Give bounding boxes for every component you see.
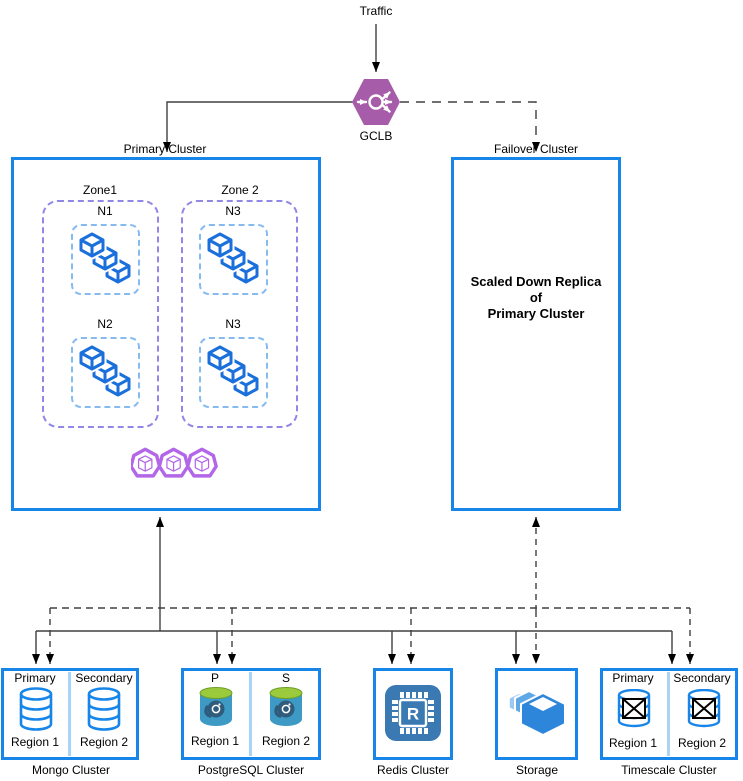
node-n3b-box [199, 337, 268, 408]
gke-node-icon [206, 231, 260, 285]
gke-node-icon [78, 231, 132, 285]
postgresql-region2-label: Region 2 [261, 734, 311, 748]
node-n3a-label: N3 [225, 204, 241, 218]
zone2-label: Zone 2 [221, 183, 259, 197]
timescale-region-divider [667, 672, 670, 756]
failover-description-line1: Scaled Down Replica [470, 274, 602, 289]
failover-description-line2: of [529, 290, 543, 305]
storage-icon [507, 687, 567, 746]
node-n1-label: N1 [97, 204, 113, 218]
primary-cluster-label: Primary Cluster [123, 142, 207, 156]
redis-cluster-title: Redis Cluster [376, 763, 450, 777]
mongo-secondary-label: Secondary [75, 671, 133, 685]
zone1-box [42, 200, 159, 428]
node-n3a-box [199, 224, 268, 295]
postgresql-primary-label: P [210, 671, 219, 685]
zone2-box [181, 200, 298, 428]
timescale-cluster-title: Timescale Cluster [621, 763, 717, 777]
mongo-region-divider [68, 672, 71, 756]
redis-chip-letter: R [407, 705, 419, 724]
mongo-region1-label: Region 1 [10, 735, 60, 749]
gke-node-icon [206, 344, 260, 398]
mongo-cluster-title: Mongo Cluster [31, 763, 111, 777]
node-n1-box [71, 224, 140, 295]
traffic-label: Traffic [359, 4, 393, 18]
failover-description-line3: Primary Cluster [487, 306, 585, 321]
gclb-label: GCLB [359, 129, 393, 143]
pods-icon [129, 447, 219, 486]
mongodb-primary-icon [19, 687, 53, 731]
postgresql-secondary-label: S [281, 671, 290, 685]
timescale-secondary-label: Secondary [673, 671, 731, 685]
node-n2-label: N2 [97, 317, 113, 331]
postgresql-primary-icon [198, 686, 234, 728]
postgresql-cluster-title: PostgreSQL Cluster [197, 763, 305, 777]
node-n2-box [71, 337, 140, 408]
gke-node-icon [78, 344, 132, 398]
failover-description: Scaled Down Replica of Primary Cluster [456, 274, 616, 322]
zone1-label: Zone1 [82, 183, 118, 197]
storage-title: Storage [515, 763, 559, 777]
timescale-region2-label: Region 2 [677, 736, 727, 750]
mongo-region2-label: Region 2 [79, 735, 129, 749]
failover-cluster-box [451, 157, 621, 511]
timescale-secondary-icon [687, 689, 721, 728]
failover-cluster-label: Failover Cluster [493, 142, 579, 156]
postgresql-secondary-icon [268, 686, 304, 728]
timescale-primary-icon [617, 689, 651, 728]
postgresql-region-divider [249, 672, 252, 756]
redis-icon: R [385, 685, 441, 746]
mongodb-secondary-icon [87, 687, 121, 731]
gclb-load-balancer-icon [352, 77, 400, 132]
timescale-primary-label: Primary [612, 671, 654, 685]
timescale-region1-label: Region 1 [608, 736, 658, 750]
mongo-primary-label: Primary [14, 671, 56, 685]
node-n3b-label: N3 [225, 317, 241, 331]
postgresql-region1-label: Region 1 [190, 734, 240, 748]
